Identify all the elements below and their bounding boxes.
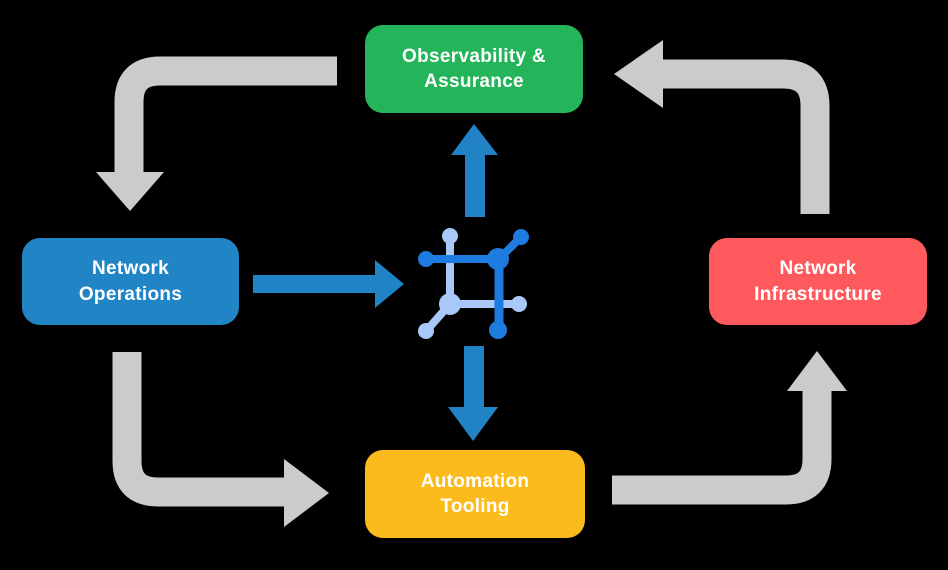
node-automation-label-line2: Tooling	[440, 496, 510, 517]
arrow-operations-to-automation-icon	[112, 352, 329, 527]
arrow-automation-to-infrastructure-icon	[612, 351, 847, 505]
node-operations-label-line2: Operations	[78, 283, 183, 305]
arrow-platform-to-automation-icon	[448, 346, 498, 441]
node-automation-tooling: Automation Tooling	[365, 450, 585, 538]
node-operations-label-line1: Network	[91, 258, 170, 280]
network-platform-icon	[418, 228, 529, 339]
arrow-operations-to-platform-icon	[253, 260, 404, 308]
node-observability-label-line1: Observability &	[402, 45, 546, 67]
node-observability-label-line2: Assurance	[424, 71, 524, 92]
node-network-operations: Network Operations	[22, 238, 239, 325]
arrow-infrastructure-to-observability-icon	[614, 40, 830, 214]
node-observability-assurance: Observability & Assurance	[365, 25, 583, 113]
node-automation-label-line1: Automation	[420, 470, 530, 492]
node-infrastructure-label-line2: Infrastructure	[754, 283, 882, 305]
node-network-infrastructure: Network Infrastructure	[709, 238, 927, 325]
arrow-platform-to-observability-icon	[451, 124, 498, 217]
node-infrastructure-label-line1: Network	[779, 258, 857, 280]
arrow-observability-to-operations-icon	[96, 56, 337, 211]
